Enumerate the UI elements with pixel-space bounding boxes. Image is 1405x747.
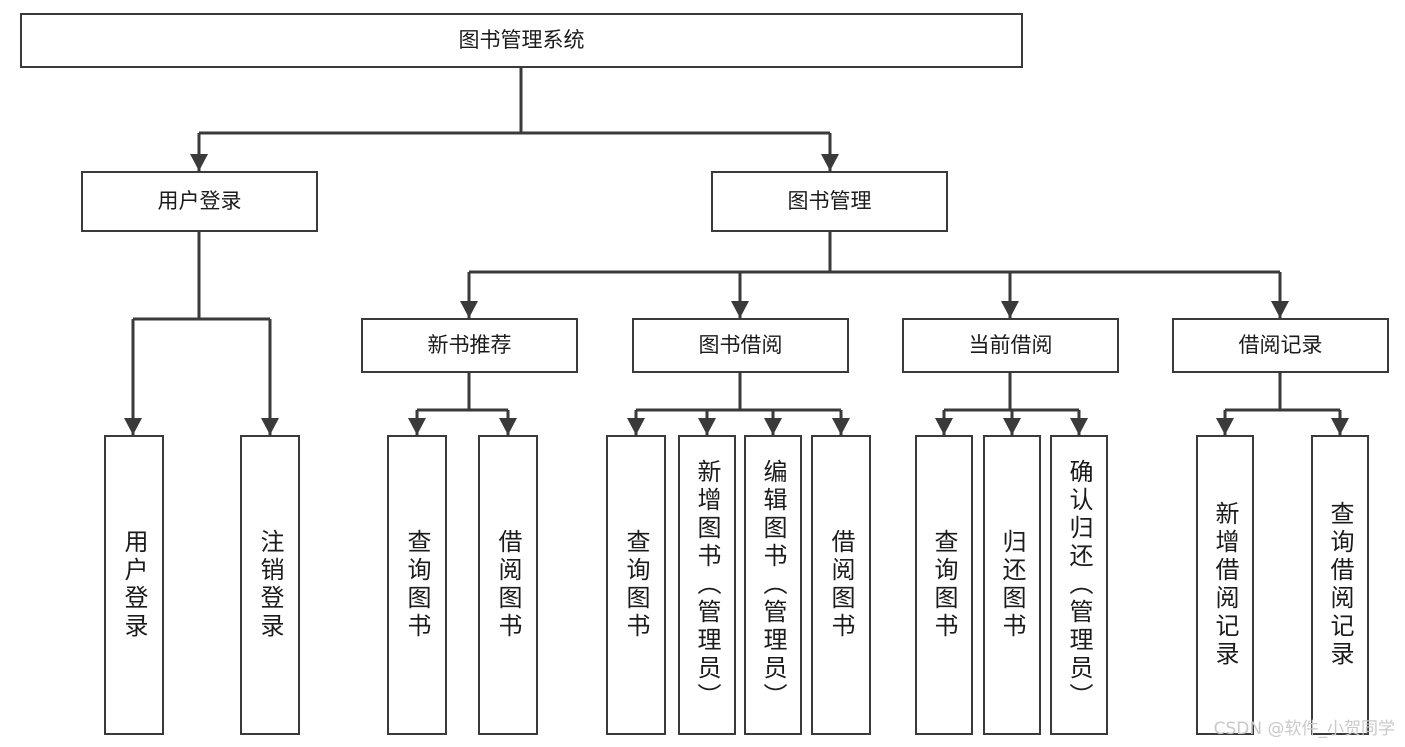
node-label: 新增借阅记录 [1211, 501, 1239, 669]
node-book-manage[interactable]: 图书管理 [711, 171, 948, 232]
arrowhead-book-borrow-split-2 [764, 418, 782, 435]
node-label: 图书管理 [787, 189, 872, 214]
watermark: CSDN @软件_小贺同学 [1213, 719, 1395, 739]
arrowhead-current-borrow-split-2 [1070, 418, 1088, 435]
node-leaf-user-logout[interactable]: 注销登录 [240, 435, 300, 735]
node-leaf-br-add[interactable]: 新增借阅记录 [1196, 435, 1254, 735]
arrowhead-book-manage-split-3 [1271, 301, 1289, 318]
node-leaf-cb-query[interactable]: 查询图书 [915, 435, 973, 735]
node-label: 当前借阅 [968, 333, 1053, 358]
node-label: 查询图书 [403, 529, 431, 641]
node-leaf-bb-edit[interactable]: 编辑图书（管理员） [744, 435, 802, 735]
arrowhead-root-split-1 [821, 154, 839, 171]
node-leaf-rec-query[interactable]: 查询图书 [387, 435, 447, 735]
node-label: 借阅图书 [827, 529, 855, 641]
node-label: 查询借阅记录 [1326, 501, 1354, 669]
node-label: 用户登录 [157, 189, 242, 214]
node-label: 新增图书（管理员） [693, 459, 721, 711]
arrowhead-current-borrow-split-0 [935, 418, 953, 435]
node-leaf-bb-add[interactable]: 新增图书（管理员） [678, 435, 736, 735]
node-label: 归还图书 [998, 529, 1026, 641]
node-label: 图书管理系统 [458, 28, 585, 53]
node-label: 借阅记录 [1238, 333, 1323, 358]
arrowhead-book-manage-split-2 [1001, 301, 1019, 318]
arrowhead-current-borrow-split-1 [1003, 418, 1021, 435]
arrowhead-book-borrow-split-1 [698, 418, 716, 435]
node-label: 查询图书 [622, 529, 650, 641]
arrowhead-new-book-rec-split-0 [408, 418, 426, 435]
node-user-login[interactable]: 用户登录 [81, 171, 318, 232]
node-new-book-rec[interactable]: 新书推荐 [361, 318, 578, 373]
node-label: 借阅图书 [494, 529, 522, 641]
node-label: 注销登录 [256, 529, 284, 641]
arrowhead-book-manage-split-1 [731, 301, 749, 318]
node-leaf-bb-borrow[interactable]: 借阅图书 [811, 435, 871, 735]
node-borrow-record[interactable]: 借阅记录 [1172, 318, 1389, 373]
arrowhead-book-borrow-split-3 [832, 418, 850, 435]
arrowhead-new-book-rec-split-1 [499, 418, 517, 435]
node-root[interactable]: 图书管理系统 [20, 13, 1023, 68]
arrowhead-borrow-record-split-1 [1331, 418, 1349, 435]
node-book-borrow[interactable]: 图书借阅 [632, 318, 849, 373]
node-label: 图书借阅 [698, 333, 783, 358]
node-label: 用户登录 [120, 529, 148, 641]
node-leaf-cb-confirm[interactable]: 确认归还（管理员） [1050, 435, 1108, 735]
arrowhead-borrow-record-split-0 [1216, 418, 1234, 435]
node-leaf-user-login[interactable]: 用户登录 [104, 435, 164, 735]
node-label: 查询图书 [930, 529, 958, 641]
node-current-borrow[interactable]: 当前借阅 [902, 318, 1119, 373]
arrowhead-user-login-split-1 [261, 418, 279, 435]
node-leaf-bb-query[interactable]: 查询图书 [606, 435, 666, 735]
arrowhead-root-split-0 [190, 154, 208, 171]
node-label: 确认归还（管理员） [1065, 459, 1093, 711]
node-leaf-br-query[interactable]: 查询借阅记录 [1311, 435, 1369, 735]
arrowhead-book-manage-split-0 [460, 301, 478, 318]
node-label: 编辑图书（管理员） [759, 459, 787, 711]
node-leaf-cb-return[interactable]: 归还图书 [983, 435, 1041, 735]
arrowhead-user-login-split-0 [124, 418, 142, 435]
node-leaf-rec-borrow[interactable]: 借阅图书 [478, 435, 538, 735]
node-label: 新书推荐 [427, 333, 512, 358]
arrowhead-book-borrow-split-0 [627, 418, 645, 435]
